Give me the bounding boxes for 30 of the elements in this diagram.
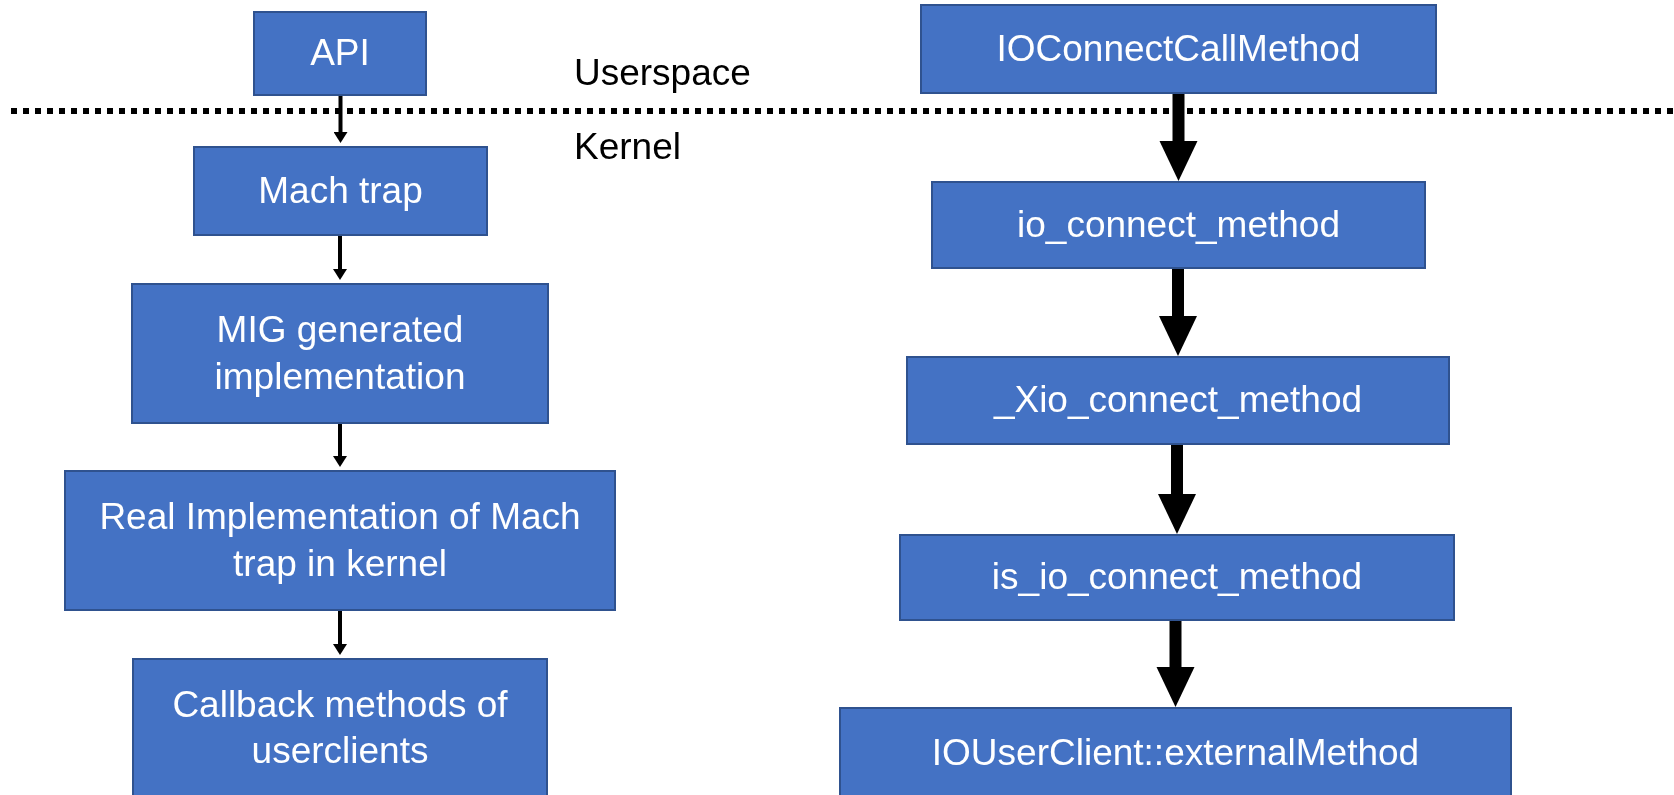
region-label: Userspace [574,52,751,94]
box-label: Callback methods of userclients [171,682,509,773]
arrow [1156,621,1195,707]
arrow [1159,94,1198,181]
arrow [333,611,347,655]
process-box [906,356,1450,445]
process-box [931,181,1426,269]
process-box [131,283,549,424]
process-box [132,658,548,795]
box-label: MIG generated implementation [213,308,467,399]
process-box [920,4,1437,94]
process-box [839,707,1512,795]
arrow [1159,269,1197,356]
box-label: Real Implementation of Mach trap in kernel [98,495,582,586]
process-box [899,534,1455,621]
arrow [333,236,347,280]
box-label: Mach trap [258,168,423,213]
box-label: _Xio_connect_method [993,378,1363,423]
box-label: IOUserClient::externalMethod [931,730,1420,775]
process-box [193,146,488,236]
box-label: API [310,31,370,76]
arrow [333,96,348,143]
box-label: is_io_connect_method [991,555,1363,600]
arrow [1158,445,1196,534]
arrow [333,424,347,467]
process-box [64,470,616,611]
process-box [253,11,427,96]
box-label: IOConnectCallMethod [996,26,1361,71]
box-label: io_connect_method [1017,202,1340,247]
region-label: Kernel [574,126,681,168]
